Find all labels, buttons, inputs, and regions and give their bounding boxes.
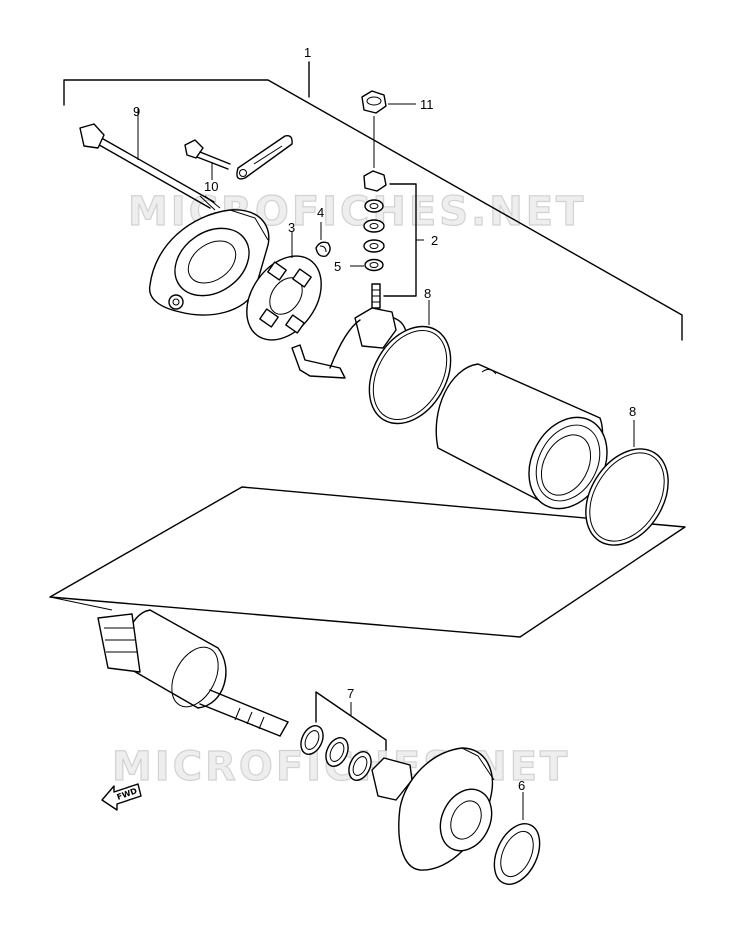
terminal-hardware-stack [350,170,424,297]
front-end-cover [398,747,495,871]
terminal-bolt-and-holder [291,283,407,379]
rear-end-cover [148,209,270,316]
forward-arrow-icon: FWD [101,783,142,811]
part-9-through-bolt [79,108,221,211]
part-10-bolt [184,139,231,180]
part-8-o-ring-front [585,420,669,546]
assembly-bracket-1 [63,61,683,341]
part-11-nut [361,90,416,168]
callout-8-front: 8 [629,404,636,419]
callout-6: 6 [518,778,525,793]
callout-11: 11 [420,97,434,112]
callout-8-rear: 8 [424,286,431,301]
terminal-strap [236,134,293,180]
callout-2: 2 [431,233,438,248]
callout-7: 7 [347,686,354,701]
part-8-o-ring-rear [368,300,452,425]
alignment-guide [49,486,686,638]
callout-4: 4 [317,205,324,220]
part-6-ring [493,792,541,885]
callout-1: 1 [304,45,311,60]
part-3-brush-plate [246,232,322,341]
part-4-spring [315,222,331,258]
callout-5: 5 [334,259,341,274]
yoke-housing [435,363,608,510]
callout-9: 9 [133,104,140,119]
callout-10: 10 [204,179,218,194]
armature [97,609,289,737]
callout-3: 3 [288,220,295,235]
part-7-washer-set [300,691,413,801]
